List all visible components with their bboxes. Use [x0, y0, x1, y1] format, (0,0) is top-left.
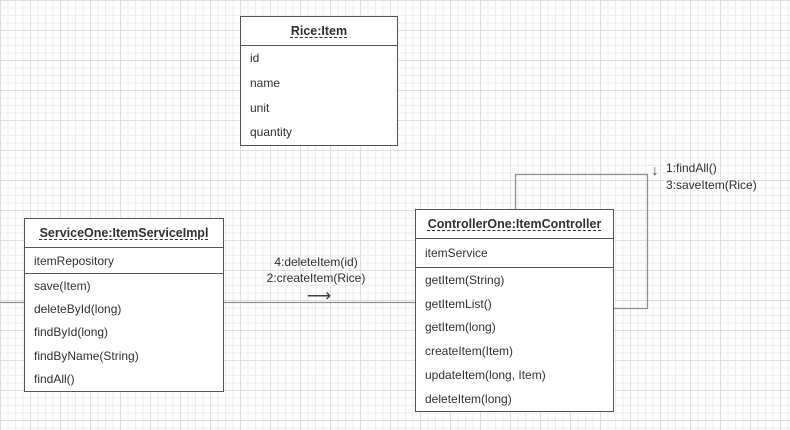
attribute-row: name: [250, 76, 281, 91]
message-label-controller-self[interactable]: 1:findAll() 3:saveItem(Rice): [666, 160, 757, 194]
method-row: getItem(long): [425, 320, 496, 335]
object-controllerone-itemcontroller[interactable]: ControllerOne:ItemController itemService…: [415, 209, 614, 412]
object-title: ServiceOne:ItemServiceImpl: [25, 219, 223, 248]
message-line: 2:createItem(Rice): [266, 271, 366, 285]
object-title: Rice:Item: [241, 17, 397, 46]
method-row: deleteItem(long): [425, 391, 512, 406]
attribute-row: quantity: [250, 125, 293, 140]
attribute-row: itemRepository: [34, 253, 115, 268]
method-row: findByName(String): [34, 348, 139, 363]
attributes-section: id name unit quantity: [241, 46, 397, 145]
method-row: save(Item): [34, 278, 91, 293]
methods-section: save(Item) deleteById(long) findById(long)…: [25, 274, 223, 391]
attribute-row: unit: [250, 100, 270, 115]
right-arrow-icon: ⟶: [306, 286, 332, 305]
method-row: getItem(String): [425, 272, 505, 287]
connector-controller-self-loop[interactable]: [514, 173, 649, 310]
message-line: 4:deleteItem(id): [274, 255, 358, 269]
method-row: findAll(): [34, 372, 75, 387]
message-label-service-to-controller[interactable]: 4:deleteItem(id) 2:createItem(Rice): [238, 254, 394, 286]
attributes-section: itemService: [416, 239, 613, 268]
methods-section: getItem(String) getItemList() getItem(long…: [416, 268, 613, 411]
attribute-row: id: [250, 51, 260, 66]
attribute-row: itemService: [425, 246, 488, 260]
method-row: getItemList(): [425, 296, 492, 311]
message-line: 1:findAll(): [666, 161, 717, 175]
message-line: 3:saveItem(Rice): [666, 178, 757, 192]
attributes-section: itemRepository: [25, 248, 223, 274]
object-rice-item[interactable]: Rice:Item id name unit quantity: [240, 16, 398, 146]
method-row: createItem(Item): [425, 344, 514, 359]
method-row: updateItem(long, Item): [425, 368, 546, 383]
method-row: findById(long): [34, 325, 109, 340]
down-arrow-icon: ↓: [651, 162, 659, 178]
object-serviceone-itemserviceimpl[interactable]: ServiceOne:ItemServiceImpl itemRepositor…: [24, 218, 224, 392]
method-row: deleteById(long): [34, 302, 122, 317]
object-title: ControllerOne:ItemController: [416, 210, 613, 239]
